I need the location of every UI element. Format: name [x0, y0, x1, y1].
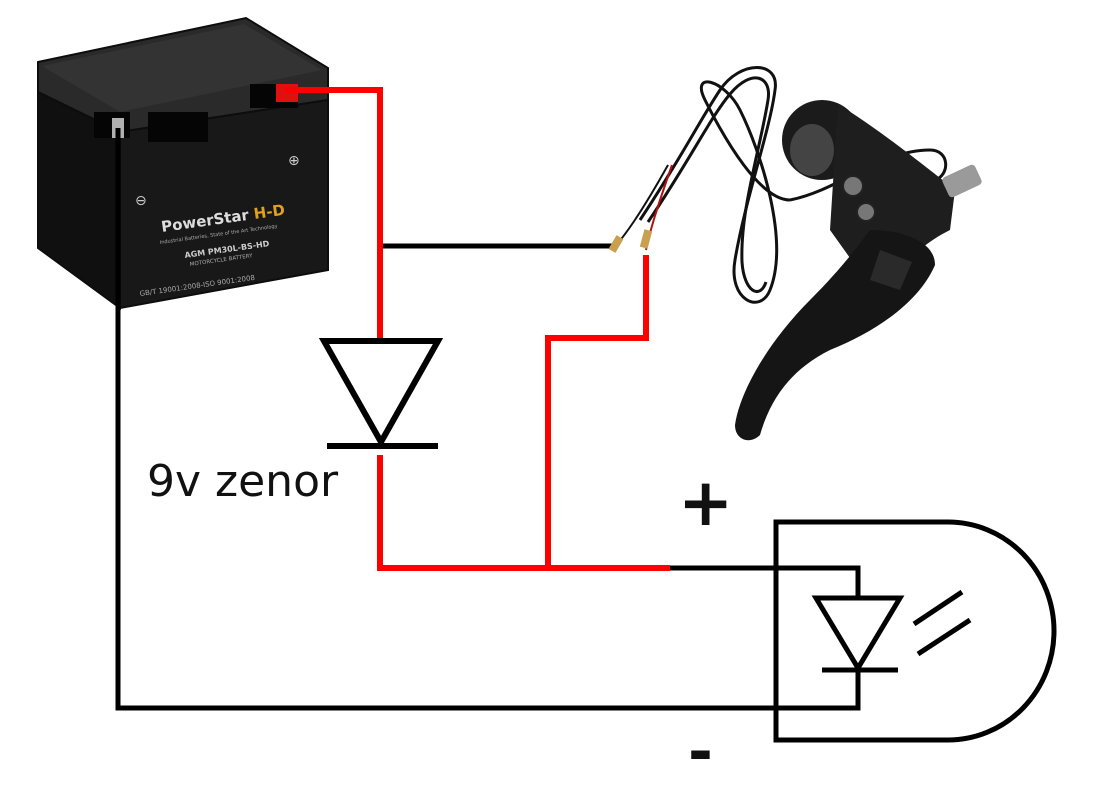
wire-lever-red	[545, 255, 649, 568]
wire-led-plus	[670, 565, 861, 598]
zener-label: 9v zenor	[147, 456, 339, 507]
wire-battery-positive	[285, 87, 383, 340]
led-symbol	[773, 519, 1057, 743]
battery-brand-suffix: H-D	[253, 201, 286, 223]
led-negative-label: -	[688, 717, 713, 787]
zener-diode-symbol	[318, 338, 444, 449]
battery-icon: ⊕ ⊖ PowerStar H-D Industrial Batteries, …	[37, 16, 329, 310]
battery-negative-mark: ⊖	[135, 193, 147, 209]
wire-battery-negative	[115, 128, 861, 711]
battery-positive-mark: ⊕	[288, 153, 300, 169]
wire-zener-to-led	[377, 455, 670, 571]
brake-lever-switch-icon	[608, 66, 982, 441]
led-positive-label: +	[678, 464, 734, 541]
